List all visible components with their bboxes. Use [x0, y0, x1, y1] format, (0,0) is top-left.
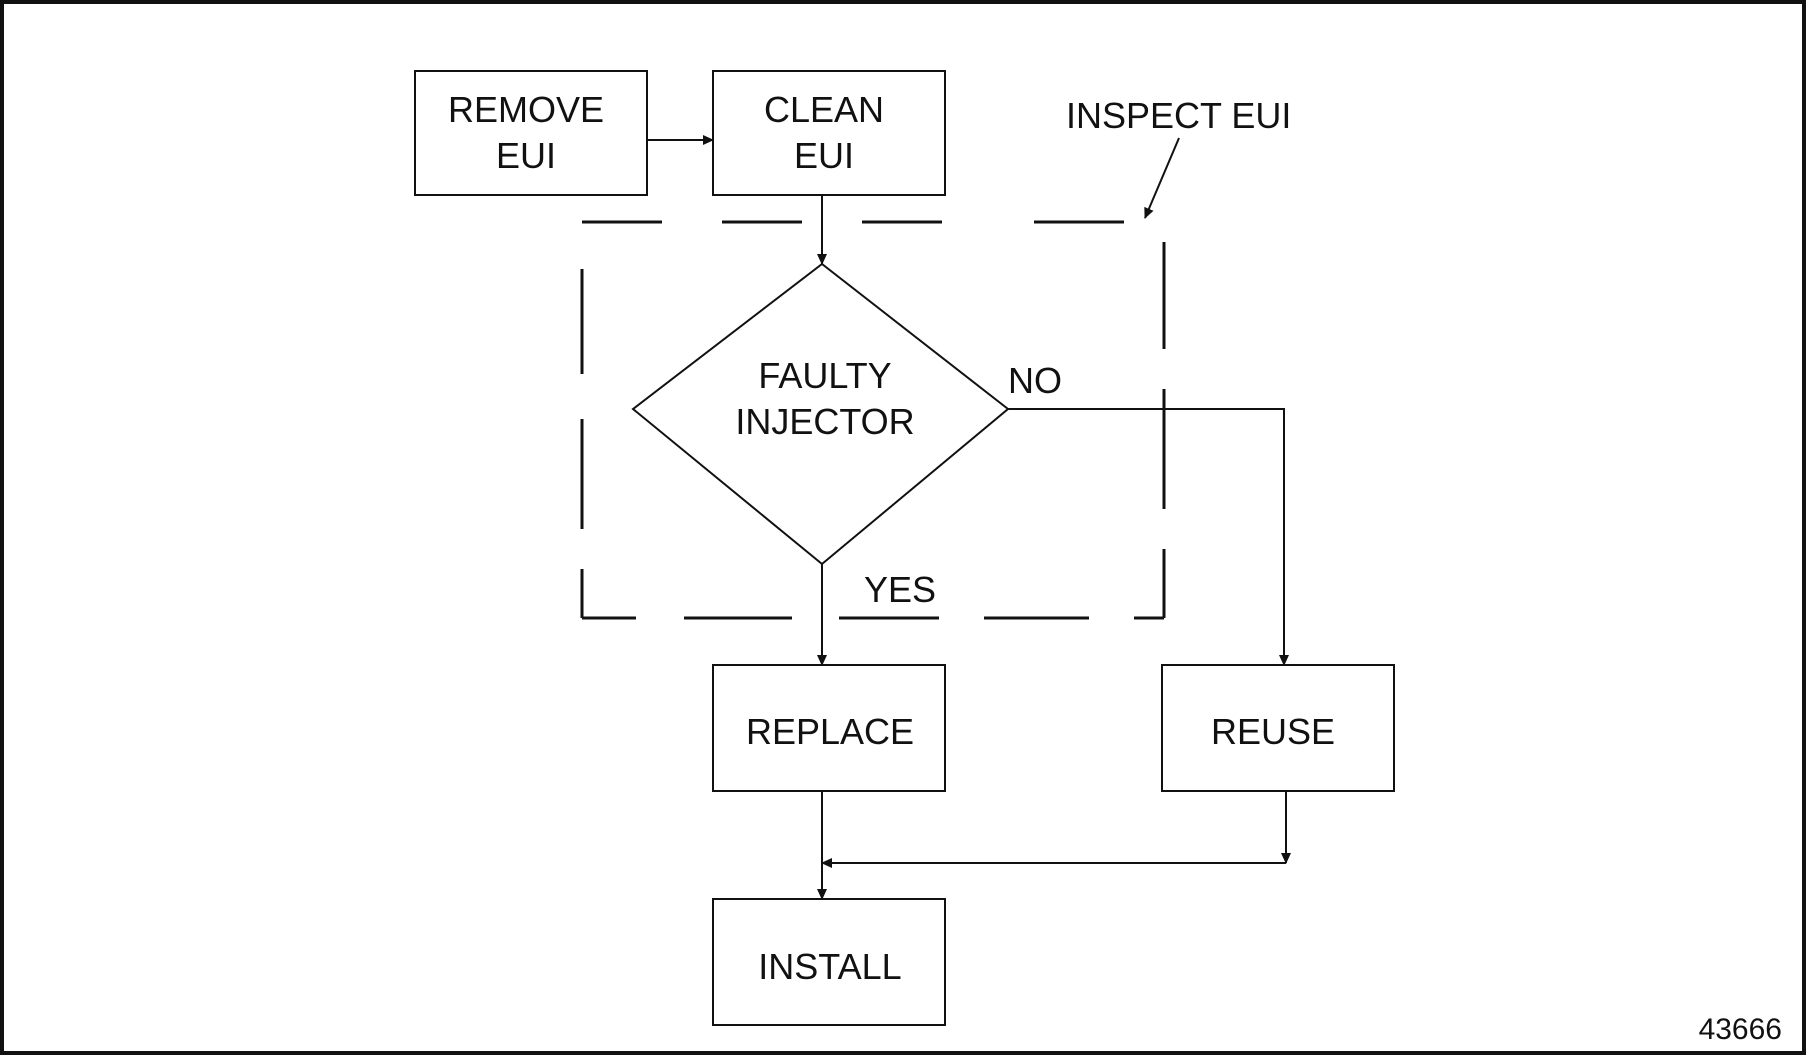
clean-eui-box: [712, 70, 946, 196]
clean-label-line2: EUI: [794, 135, 854, 176]
inspect-eui-label: INSPECT EUI: [1066, 95, 1291, 136]
remove-label-line2: EUI: [496, 135, 556, 176]
decision-label-line1: FAULTY: [758, 355, 891, 396]
leader-inspect-label: [1144, 137, 1180, 219]
no-branch-label: NO: [1008, 360, 1062, 401]
clean-label-line1: CLEAN: [764, 89, 884, 130]
figure-number: 43666: [1699, 1013, 1782, 1046]
replace-box: [712, 664, 946, 792]
remove-eui-box: [414, 70, 648, 196]
flowchart-diagram: REMOVE EUI CLEAN EUI FAULTY INJECTOR REP…: [414, 70, 1782, 1046]
yes-branch-label: YES: [864, 569, 936, 610]
decision-label-line2: INJECTOR: [735, 401, 914, 442]
install-box: [712, 898, 946, 1026]
replace-label: REPLACE: [746, 711, 914, 752]
arrow-no-to-reuse: [1008, 408, 1289, 666]
reuse-box: [1161, 664, 1395, 792]
remove-label-line1: REMOVE: [448, 89, 604, 130]
install-label: INSTALL: [758, 946, 901, 987]
reuse-label: REUSE: [1211, 711, 1335, 752]
